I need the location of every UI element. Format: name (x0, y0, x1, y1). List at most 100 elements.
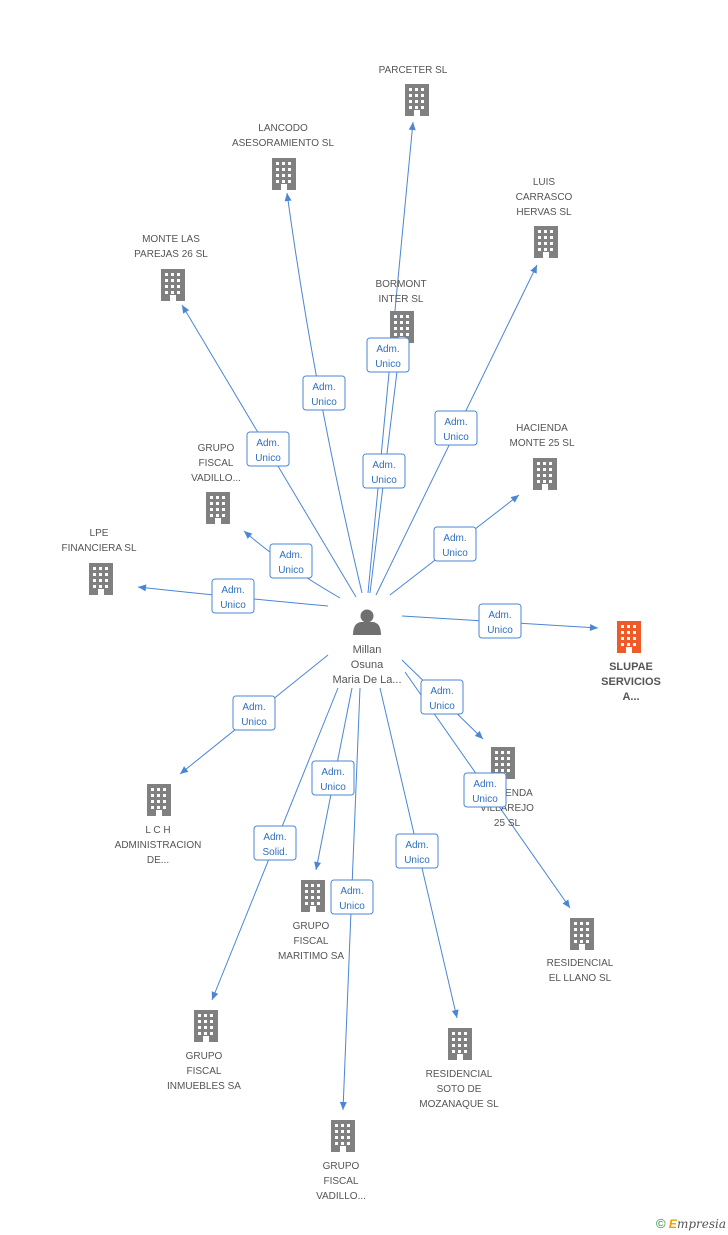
role-badge-text: Unico (375, 359, 401, 370)
role-badge-residencial-soto[interactable]: Adm.Unico (395, 833, 439, 869)
role-badge-hacienda-monte[interactable]: Adm. Unico (433, 526, 477, 562)
company-label-line: RESIDENCIAL (547, 958, 614, 969)
building-icon (301, 880, 325, 912)
company-label-line: HACIENDA (481, 788, 533, 799)
role-badge-text: Adm. (340, 886, 363, 897)
building-icon (206, 492, 230, 524)
role-badge-text: Adm. (372, 460, 395, 471)
company-label-line: 25 SL (494, 818, 521, 829)
role-badge-hacienda-villarejo[interactable]: Adm.Unico (420, 679, 464, 715)
building-icon (570, 918, 594, 950)
badges-layer: Adm.UnicoAdm.UnicoAdm.UnicoAdm.UnicoAdm.… (211, 337, 522, 915)
role-badge-text: Solid. (262, 847, 287, 858)
role-badge-text: Unico (442, 548, 468, 559)
building-icon (405, 84, 429, 116)
role-badge-grupo-fiscal-inmuebles[interactable]: Adm.Solid. (253, 825, 297, 861)
company-label-line: PAREJAS 26 SL (134, 249, 208, 260)
arrowhead-lancodo (284, 193, 292, 202)
brand-name: mpresia (676, 1217, 726, 1231)
role-badge-box (366, 337, 410, 373)
building-icon (161, 269, 185, 301)
building-icon (534, 226, 558, 258)
role-badge-text: Unico (278, 565, 304, 576)
role-badge-residencial-llano[interactable]: Adm.Unico (463, 772, 507, 808)
company-label-line: INMUEBLES SA (167, 1081, 241, 1092)
role-badge-text: Unico (311, 397, 337, 408)
company-label-line: FISCAL (198, 458, 233, 469)
role-badge-text: Adm. (488, 610, 511, 621)
role-badge-text: Unico (255, 453, 281, 464)
company-label-line: MOZANAQUE SL (419, 1099, 499, 1110)
company-node-lch[interactable]: L C HADMINISTRACIONDE... (115, 784, 202, 866)
company-node-grupo-fiscal-vadillo-1[interactable]: GRUPO FISCAL VADILLO... (191, 443, 241, 524)
arrowhead-hacienda-monte (510, 495, 519, 503)
role-badge-text: Adm. (444, 417, 467, 428)
role-badge-grupo-fiscal-vadillo-1[interactable]: Adm.Unico (269, 543, 313, 579)
company-label-line: VADILLO... (191, 473, 241, 484)
role-badge-slupae[interactable]: Adm.Unico (478, 603, 522, 639)
company-label-line: SLUPAE (609, 661, 653, 673)
copyright-symbol: © (655, 1216, 666, 1231)
role-badge-parceter[interactable]: Adm. Unico (366, 337, 410, 373)
company-label-line: DE... (147, 855, 169, 866)
role-badge-grupo-fiscal-maritimo[interactable]: Adm.Unico (311, 760, 355, 796)
company-label-line: GRUPO (293, 921, 330, 932)
company-node-grupo-fiscal-vadillo-2[interactable]: GRUPOFISCALVADILLO... (316, 1120, 366, 1202)
arrowhead-hacienda-villarejo (474, 730, 483, 739)
company-label-line: A... (622, 691, 639, 703)
arrowhead-grupo-fiscal-vadillo-1 (244, 531, 253, 539)
company-label-line: MONTE 25 SL (509, 438, 574, 449)
company-label-line: GRUPO (186, 1051, 223, 1062)
company-label-line: CARRASCO (516, 192, 573, 203)
arrowhead-residencial-llano (562, 899, 570, 908)
role-badge-text: Adm. (242, 702, 265, 713)
role-badge-lancodo[interactable]: Adm.Unico (302, 375, 346, 411)
building-icon (147, 784, 171, 816)
arrowhead-grupo-fiscal-vadillo-2 (339, 1101, 347, 1110)
role-badge-text: Adm. (376, 344, 399, 355)
company-label-line: ASESORAMIENTO SL (232, 138, 335, 149)
role-badge-text: Adm. (430, 686, 453, 697)
building-icon (448, 1028, 472, 1060)
role-badge-luis[interactable]: Adm.Unico (434, 410, 478, 446)
role-badge-grupo-fiscal-vadillo-2[interactable]: Adm.Unico (330, 879, 374, 915)
company-label-line: GRUPO (198, 443, 235, 454)
company-label-line: PARCETER SL (379, 65, 448, 76)
person-label-line-3: Maria De La... (332, 674, 401, 686)
role-badge-text: Adm. (443, 533, 466, 544)
role-badge-box (302, 375, 346, 411)
company-node-grupo-fiscal-inmuebles[interactable]: GRUPO FISCAL INMUEBLES SA (167, 1010, 241, 1092)
role-badge-monte-parejas[interactable]: Adm.Unico (246, 431, 290, 467)
role-badge-box (269, 543, 313, 579)
arrowhead-parceter (408, 122, 416, 131)
company-label-line: FISCAL (186, 1066, 221, 1077)
center-node[interactable]: Millan Osuna Maria De La... (332, 609, 402, 687)
company-node-parceter[interactable]: PARCETER SL (379, 65, 448, 116)
company-label-line: SERVICIOS (601, 676, 661, 688)
company-label-line: VADILLO... (316, 1191, 366, 1202)
role-badge-box (478, 603, 522, 639)
role-badge-lpe[interactable]: Adm.Unico (211, 578, 255, 614)
company-label-line: ADMINISTRACION (115, 840, 202, 851)
role-badge-box (246, 431, 290, 467)
company-label-line: FINANCIERA SL (61, 543, 136, 554)
role-badge-text: Unico (371, 475, 397, 486)
role-badge-lch[interactable]: Adm.Unico (232, 695, 276, 731)
role-badge-text: Adm. (405, 840, 428, 851)
company-label-line: VILLAREJO (480, 803, 534, 814)
role-badge-bormont[interactable]: Adm. Unico (362, 453, 406, 489)
company-label-line: INTER SL (378, 294, 423, 305)
company-label-line: MARITIMO SA (278, 951, 344, 962)
role-badge-box (330, 879, 374, 915)
arrowhead-lch (180, 766, 189, 774)
company-node-slupae[interactable]: SLUPAE SERVICIOS A... (601, 621, 661, 703)
